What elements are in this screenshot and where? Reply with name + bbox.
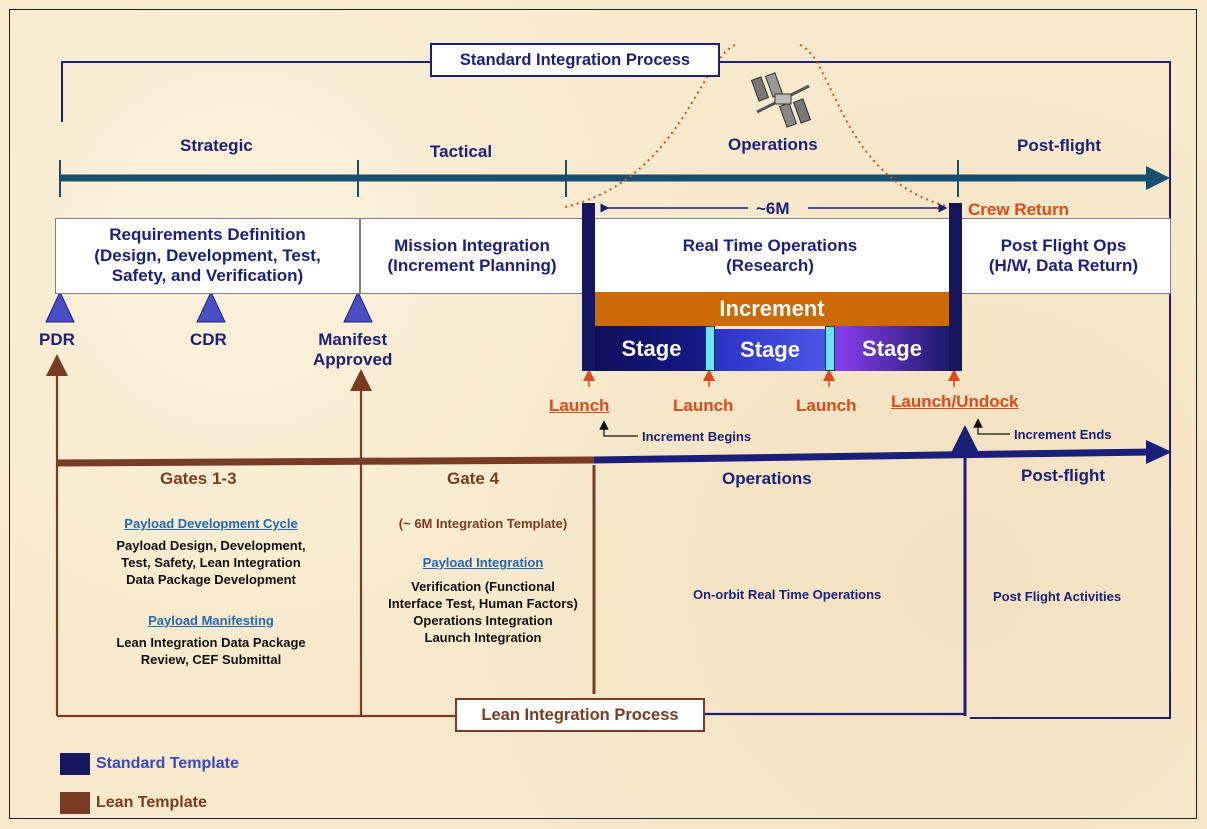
payload-integration-line-4: Launch Integration [424, 630, 542, 645]
real-time-ops-line-1: Real Time Operations [682, 235, 858, 255]
payload-integration-line-2: Interface Test, Human Factors) [388, 596, 578, 612]
diagram-frame [9, 9, 1197, 819]
payload-integration-link[interactable]: Payload Integration [422, 555, 544, 570]
launch-3-label: Launch [796, 396, 857, 415]
gate-4-label: Gate 4 [447, 469, 499, 488]
space-station-icon [750, 72, 812, 128]
real-time-ops-line-2: (Research) [726, 256, 814, 275]
onorbit-ops-label: On-orbit Real Time Operations [693, 587, 882, 602]
payload-dev-cycle-line-2: Test, Safety, Lean Integration [121, 555, 301, 571]
crew-return-label: Crew Return [968, 200, 1070, 219]
real-time-ops-box: Real Time Operations (Research) [584, 218, 956, 294]
payload-dev-cycle-line-3: Data Package Development [126, 572, 296, 588]
launch-2-label: Launch [673, 396, 734, 415]
manifest-triangle [343, 290, 373, 323]
payload-dev-cycle-line-1: Payload Design, Development, [116, 538, 306, 554]
lower-post-flight-label: Post-flight [1021, 466, 1106, 485]
increment-ends-label: Increment Ends [1014, 427, 1112, 442]
phase-timeline-arrowhead [1146, 166, 1170, 190]
phase-strategic: Strategic [180, 136, 253, 155]
post-flight-ops-box: Post Flight Ops (H/W, Data Return) [956, 218, 1171, 294]
manifest-line-1: Manifest [318, 330, 388, 349]
increment-end-bar [949, 203, 962, 371]
phase-post-flight: Post-flight [1017, 136, 1102, 155]
launch-undock-label: Launch/Undock [891, 392, 1019, 411]
standard-process-label: Standard Integration Process [430, 43, 720, 77]
increment-start-bar [582, 203, 595, 371]
standard-bracket-left [61, 61, 430, 122]
post-flight-ops-line-2: (H/W, Data Return) [988, 256, 1139, 275]
iss-orbit-curve [564, 44, 951, 208]
requirements-line-2: (Design, Development, Test, [94, 245, 321, 265]
template-note: (~ 6M Integration Template) [398, 516, 568, 531]
requirements-box: Requirements Definition (Design, Develop… [55, 218, 360, 294]
duration-label: ~6M [756, 199, 790, 218]
increment-begins-label: Increment Begins [642, 429, 752, 444]
mission-integration-line-2: (Increment Planning) [387, 256, 557, 275]
stage-3: Stage [835, 326, 949, 371]
phase-tactical: Tactical [430, 142, 493, 161]
lean-timeline [56, 456, 595, 467]
payload-dev-cycle-link[interactable]: Payload Development Cycle [124, 516, 298, 531]
stage-2: Stage [715, 329, 825, 371]
cdr-triangle [196, 290, 226, 323]
post-flight-ops-line-1: Post Flight Ops [1000, 235, 1127, 255]
lean-process-label: Lean Integration Process [455, 698, 705, 732]
lean-legend-swatch [60, 792, 90, 814]
standard-bracket-right [718, 61, 1171, 719]
gates-1-3-label: Gates 1-3 [160, 469, 237, 488]
mission-integration-box: Mission Integration (Increment Planning) [360, 218, 584, 294]
payload-manifesting-line-2: Review, CEF Submittal [140, 652, 282, 668]
lower-operations-label: Operations [722, 469, 812, 488]
payload-manifesting-line-1: Lean Integration Data Package [116, 635, 306, 651]
stage-divider-2 [825, 326, 835, 371]
pdr-label: PDR [39, 330, 75, 349]
standard-legend-swatch [60, 753, 90, 775]
payload-dev-cycle-section: Payload Development Cycle Payload Design… [76, 516, 346, 589]
payload-manifesting-link[interactable]: Payload Manifesting [148, 613, 274, 628]
stage-divider-1 [705, 326, 715, 371]
standard-lower-timeline [593, 448, 1151, 464]
payload-manifesting-section: Payload Manifesting Lean Integration Dat… [76, 613, 346, 669]
payload-integration-line-3: Operations Integration [413, 613, 553, 629]
manifest-line-2: Approved [313, 350, 393, 370]
stage-1: Stage [595, 326, 708, 371]
pdr-triangle [45, 290, 75, 323]
increment-bar: Increment [595, 292, 949, 326]
post-flight-activities-label: Post Flight Activities [993, 589, 1122, 604]
cdr-label: CDR [190, 330, 227, 349]
requirements-line-1: Requirements Definition [109, 225, 306, 245]
phase-operations: Operations [728, 135, 818, 154]
payload-integration-section: Payload Integration Verification (Functi… [372, 555, 594, 647]
payload-integration-line-1: Verification (Functional [411, 579, 555, 595]
launch-1-label: Launch [549, 396, 610, 415]
lean-legend-label: Lean Template [96, 794, 207, 811]
requirements-line-3: Safety, and Verification) [111, 266, 304, 286]
mission-integration-line-1: Mission Integration [394, 235, 550, 255]
standard-legend-label: Standard Template [96, 755, 239, 772]
manifest-approved-label: Manifest Approved [313, 330, 392, 370]
